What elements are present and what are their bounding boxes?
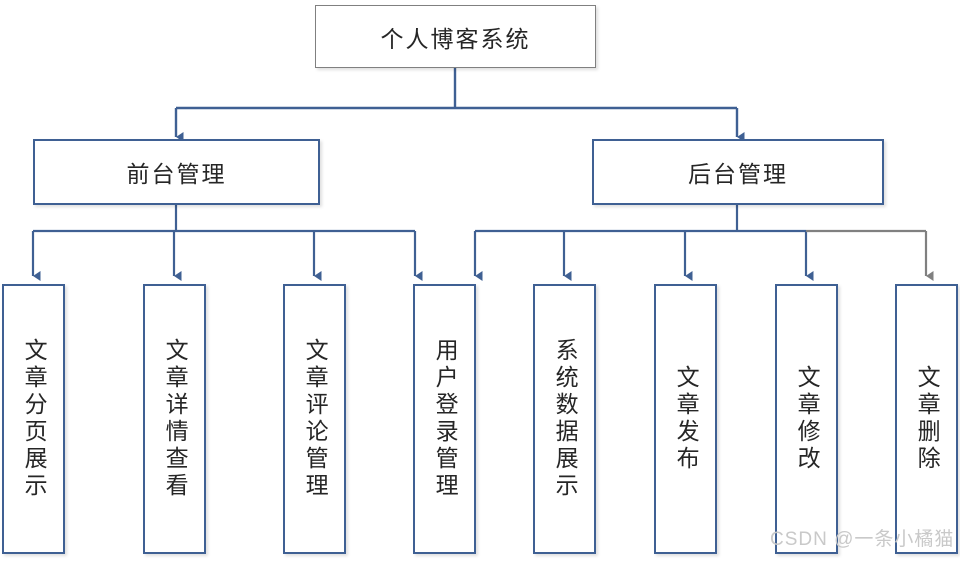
node-leaf-article-detail[interactable]: 文章详情查看 — [143, 284, 206, 554]
node-root[interactable]: 个人博客系统 — [315, 5, 596, 68]
node-leaf-user-login-label: 用户登录管理 — [432, 338, 458, 500]
node-leaf-article-comment-label: 文章评论管理 — [302, 338, 328, 500]
node-leaf-user-login[interactable]: 用户登录管理 — [413, 284, 476, 554]
node-leaf-article-pagination-label: 文章分页展示 — [21, 338, 47, 500]
node-leaf-article-pagination[interactable]: 文章分页展示 — [2, 284, 65, 554]
node-branch-frontend-label: 前台管理 — [126, 162, 227, 187]
node-leaf-article-edit-label: 文章修改 — [794, 365, 820, 473]
node-leaf-article-detail-label: 文章详情查看 — [162, 338, 188, 500]
watermark: CSDN @一条小橘猫 — [770, 529, 955, 550]
node-root-label: 个人博客系统 — [380, 26, 531, 52]
node-branch-backend-label: 后台管理 — [688, 162, 788, 187]
node-leaf-article-comment[interactable]: 文章评论管理 — [283, 284, 346, 554]
node-leaf-article-delete-label: 文章删除 — [914, 365, 940, 473]
node-leaf-system-data-label: 系统数据展示 — [552, 338, 578, 500]
node-leaf-article-edit[interactable]: 文章修改 — [775, 284, 838, 554]
node-leaf-article-publish-label: 文章发布 — [673, 365, 699, 473]
node-branch-backend[interactable]: 后台管理 — [592, 139, 884, 205]
node-leaf-article-publish[interactable]: 文章发布 — [654, 284, 717, 554]
node-branch-frontend[interactable]: 前台管理 — [33, 139, 320, 205]
node-leaf-system-data[interactable]: 系统数据展示 — [533, 284, 596, 554]
node-leaf-article-delete[interactable]: 文章删除 — [895, 284, 958, 554]
